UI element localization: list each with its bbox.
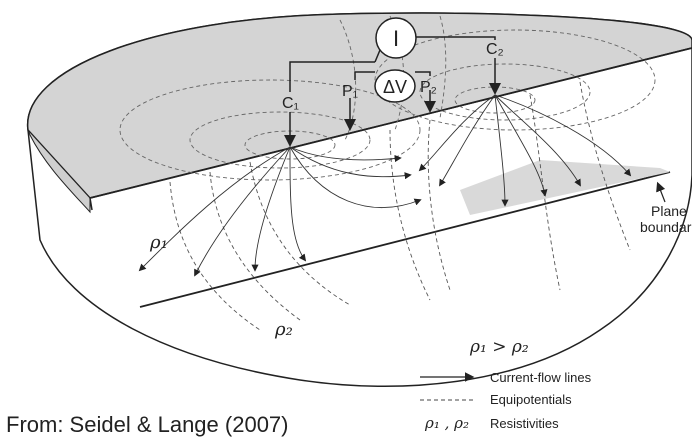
- source-caption: From: Seidel & Lange (2007): [6, 412, 289, 437]
- section-top-edge: [89, 47, 692, 199]
- legend: Current-flow lines Equipotentials ρ₁ , ρ…: [420, 370, 592, 432]
- electrode-p1-label: P₁: [342, 83, 358, 100]
- boundary-plane-shade: [460, 160, 670, 215]
- resistivity-relation: ρ₁ > ρ₂: [469, 337, 529, 357]
- current-source: I: [375, 17, 417, 59]
- section-left-edge: [89, 197, 93, 211]
- plane-boundary-line: [139, 171, 671, 308]
- voltage-label: ΔV: [383, 77, 407, 97]
- plane-boundary-pointer: [656, 181, 666, 203]
- legend-equipotential-label: Equipotentials: [490, 392, 572, 407]
- voltmeter: ΔV: [374, 69, 416, 103]
- electrode-c2-label: C₂: [486, 41, 504, 58]
- circuit-wires: [289, 36, 496, 92]
- plane-boundary-label-line1: Plane: [651, 203, 687, 219]
- left-face: [27, 129, 91, 214]
- current-source-label: I: [393, 26, 399, 51]
- plane-boundary-label-line2: boundar: [640, 219, 692, 235]
- layer-upper-label: ρ₁: [149, 232, 168, 253]
- current-flow-lines: [138, 94, 632, 277]
- electrode-arrows: [284, 58, 501, 147]
- legend-resistivities-label: Resistivities: [490, 416, 559, 431]
- electrode-p2-label: P₂: [420, 79, 437, 96]
- wire-to-source-left: [374, 49, 381, 63]
- electrode-c1-label: C₁: [282, 95, 299, 112]
- legend-resistivities-symbol: ρ₁ , ρ₂: [424, 414, 469, 432]
- legend-current-flow-label: Current-flow lines: [490, 370, 592, 385]
- layer-lower-label: ρ₂: [274, 319, 293, 340]
- ground-surface: [27, 12, 692, 199]
